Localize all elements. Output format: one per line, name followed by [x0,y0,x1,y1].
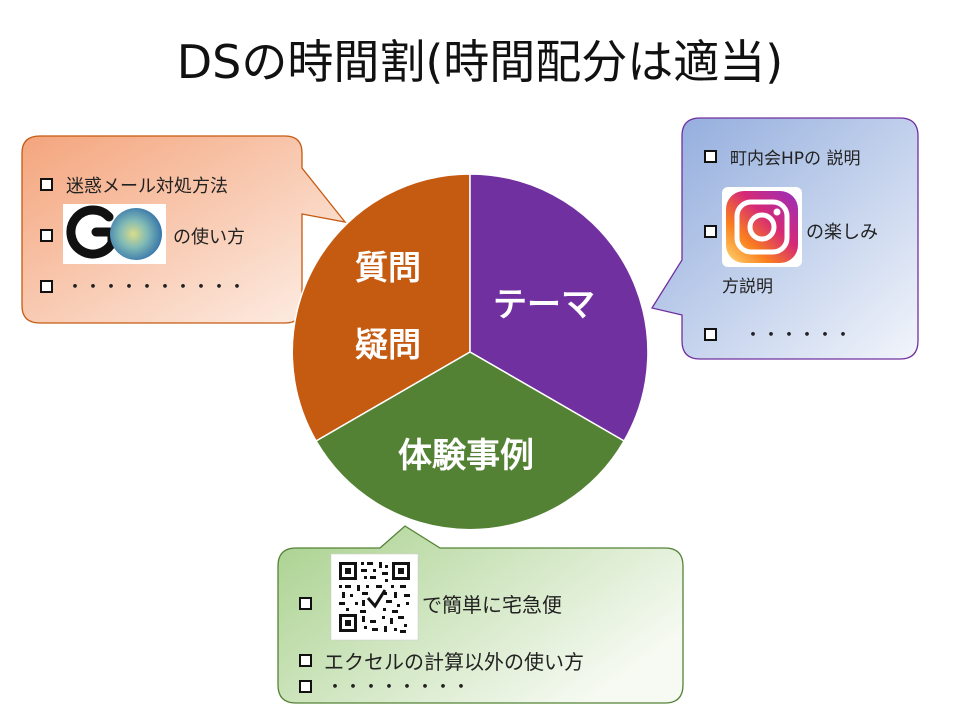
bottom-list-item-2: エクセルの計算以外の使い方 [324,650,584,674]
bullet-square-icon [704,225,717,238]
left-list-item-1: 迷惑メール対処方法 [66,176,228,197]
slide-title: DSの時間割(時間配分は適当) [176,35,784,89]
qr-code-icon [330,553,419,641]
pie-label-cases: 体験事例 [398,436,534,476]
bottom-list-item-3: ・・・・・・・・ [326,677,470,698]
left-speech-bubble [21,135,347,324]
bullet-square-icon [704,150,717,163]
bullet-square-icon [299,680,312,693]
right-list-item-1: 町内会HPの 説明 [730,149,861,169]
bottom-list-item-1: で簡単に宅急便 [422,593,562,617]
pie-label-questions: 質問 [355,248,421,287]
pie-chart [291,173,649,531]
pie-segment-cases [315,351,626,531]
bullet-square-icon [40,178,53,191]
bullet-square-icon [704,328,717,341]
pie-label-doubts: 疑問 [355,325,421,364]
pie-segment-theme [469,173,649,443]
right-list-item-2-continued: 方説明 [722,277,773,297]
bullet-square-icon [299,597,312,610]
instagram-icon [722,187,802,267]
left-list-item-2: の使い方 [173,227,245,248]
right-list-item-2: の楽しみ [806,222,878,243]
bullet-square-icon [40,280,53,293]
bullet-square-icon [40,229,53,242]
go-logo-icon [63,204,166,264]
right-list-item-3: ・・・・・・ [744,325,852,346]
bullet-square-icon [299,654,312,667]
pie-segment-questions [291,173,471,443]
pie-label-theme: テーマ [493,285,595,325]
left-list-item-3: ・・・・・・・・・・ [66,277,246,298]
